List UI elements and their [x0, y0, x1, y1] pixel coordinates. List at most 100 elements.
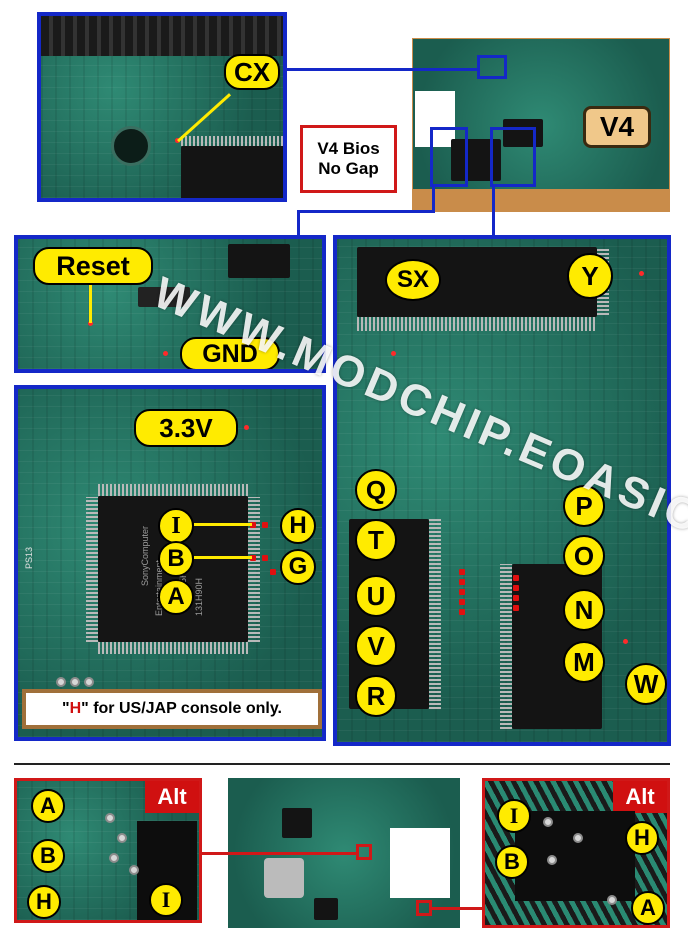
via-3 — [84, 677, 94, 687]
g-label: G — [280, 549, 316, 585]
pad-g — [262, 555, 268, 561]
a-label: A — [158, 579, 194, 615]
small-chip — [228, 244, 290, 278]
pad-a — [270, 569, 276, 575]
alt-left-pad-i — [129, 865, 139, 875]
connector-left-v2 — [297, 210, 300, 236]
sx-label: SX — [385, 259, 441, 301]
i-leader — [194, 523, 252, 526]
alt-board-chip-2 — [264, 858, 304, 898]
y-label: Y — [567, 253, 613, 299]
reset-gnd-photo: Reset GND — [14, 235, 326, 373]
pad-u — [459, 589, 465, 595]
note-text: " for US/JAP console only. — [81, 700, 282, 717]
alt-connector-right — [430, 907, 482, 910]
pad-t — [459, 579, 465, 585]
t-label: T — [355, 519, 397, 561]
note-quote: " — [62, 700, 70, 717]
alt-left-photo: Alt A B H I — [14, 778, 202, 923]
alt-right-pad-a — [607, 895, 617, 905]
alt-left-tag: Alt — [145, 781, 199, 813]
reset-point — [88, 321, 93, 326]
chip-top-pins — [98, 484, 248, 496]
chip-bottom-pins — [98, 642, 248, 654]
sx-points-photo: SX Y Q P T O U N V M W R — [333, 235, 671, 746]
pad-q — [459, 569, 465, 575]
o-label: O — [563, 535, 605, 577]
alt-left-pad-h — [109, 853, 119, 863]
chip-right-pins — [248, 497, 260, 642]
v4-badge: V4 — [583, 106, 651, 148]
left-chip-pins — [429, 519, 441, 709]
chip-left-pins — [86, 497, 98, 642]
alt-right-black — [515, 811, 635, 901]
alt-board-chip-3 — [314, 898, 338, 920]
gnd-label: GND — [180, 337, 280, 369]
chip-line-4: 131H90H — [194, 577, 204, 616]
pad-o — [513, 585, 519, 591]
small-chip-2 — [138, 287, 190, 307]
chip-pins — [181, 136, 283, 146]
sony-chip-photo: SonyComputer Entertainment -105R 131H90H… — [14, 385, 326, 741]
pad-v — [459, 599, 465, 605]
alt-highlight-1 — [356, 844, 372, 860]
alt-right-tag: Alt — [613, 781, 667, 813]
cx-closeup-photo: CX — [37, 12, 287, 202]
cx-leader-line — [177, 93, 232, 143]
q-label: Q — [355, 469, 397, 511]
i-label: I — [158, 508, 194, 544]
pad-b — [250, 555, 256, 561]
connector-cx — [287, 68, 477, 71]
alt-left-pad-b — [117, 833, 127, 843]
pad-p — [513, 575, 519, 581]
u-label: U — [355, 575, 397, 617]
reset-label: Reset — [33, 247, 153, 285]
ps13-text: PS13 — [24, 546, 34, 569]
connector-left-v — [432, 186, 435, 212]
bios-line-2: No Gap — [318, 159, 379, 178]
alt-right-i-label: I — [497, 799, 531, 833]
w-point — [623, 639, 628, 644]
alt-left-b-label: B — [31, 839, 65, 873]
sx-point — [391, 351, 396, 356]
alt-right-pad-b — [547, 855, 557, 865]
alt-left-i-label: I — [149, 883, 183, 917]
gnd-point — [163, 351, 168, 356]
right-chip-pins — [500, 564, 512, 729]
overview-highlight-cx — [477, 55, 507, 79]
y-point — [639, 271, 644, 276]
v-label: V — [355, 625, 397, 667]
board-cutout — [415, 91, 455, 147]
board-bottom-edge — [413, 189, 669, 211]
large-chip — [181, 146, 283, 198]
p-label: P — [563, 485, 605, 527]
alt-right-h-label: H — [625, 821, 659, 855]
board-edge — [41, 16, 283, 56]
pad-n — [513, 595, 519, 601]
connector-left-h — [297, 210, 435, 213]
b-leader — [194, 556, 252, 559]
n-label: N — [563, 589, 605, 631]
m-label: M — [563, 641, 605, 683]
r-label: R — [355, 675, 397, 717]
b-label: B — [158, 541, 194, 577]
section-divider — [14, 763, 670, 765]
note-h: H — [69, 700, 82, 717]
alt-right-pad-h — [573, 833, 583, 843]
bios-info-box: V4 Bios No Gap — [300, 125, 397, 193]
alt-left-h-label: H — [27, 885, 61, 919]
v33-label: 3.3V — [134, 409, 238, 447]
via-2 — [70, 677, 80, 687]
pad-r — [459, 609, 465, 615]
top-chip-pins — [357, 317, 597, 331]
reset-leader-line — [89, 279, 92, 323]
overview-highlight-right — [490, 127, 536, 187]
alt-left-pad-a — [105, 813, 115, 823]
alt-right-pad-i — [543, 817, 553, 827]
alt-connector-left — [202, 852, 358, 855]
pad-i — [250, 522, 256, 528]
overview-highlight-left — [430, 127, 468, 187]
alt-right-b-label: B — [495, 845, 529, 879]
via-1 — [56, 677, 66, 687]
board-overview-photo — [412, 38, 670, 212]
